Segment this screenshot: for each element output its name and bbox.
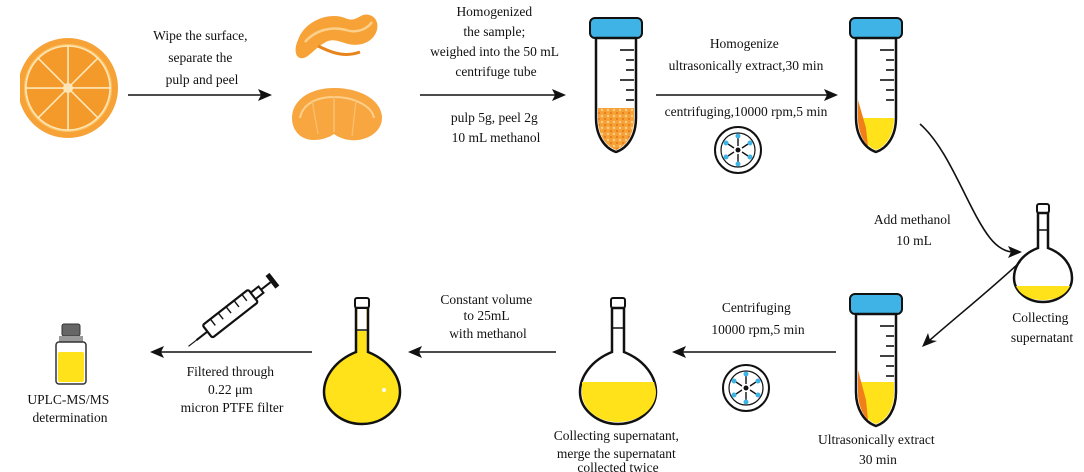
sample-vial-icon — [55, 323, 87, 385]
volumetric-flask-icon — [1012, 203, 1074, 304]
arrow-homogenized — [420, 89, 566, 101]
arrow-constant-volume — [408, 346, 556, 358]
orange-half-icon — [0, 30, 118, 150]
constant-volume-label: Constant volume to 25mL with methanol — [440, 292, 535, 341]
orange-segment-icon — [292, 88, 382, 141]
centrifuge-tube-icon — [849, 17, 903, 154]
centrifuge-first-label: centrifuging,10000 rpm,5 min — [665, 104, 828, 119]
volumetric-flask-icon — [322, 297, 402, 426]
arrow-extract-centrifuge — [656, 89, 838, 101]
orange-peel-icon — [295, 14, 378, 59]
sample-amounts-label: pulp 5g, peel 2g 10 mL methanol — [451, 110, 541, 145]
syringe-icon — [188, 272, 280, 347]
homogenized-label: Homogenized the sample; weighed into the… — [430, 4, 562, 79]
arrow-wipe — [128, 89, 272, 101]
arrow-centrifuge-second — [672, 346, 836, 358]
arrow-to-collect — [919, 123, 1022, 258]
wipe-label: Wipe the surface, separate the pulp and … — [153, 28, 251, 87]
homogenize-extract-label: Homogenize ultrasonically extract,30 min — [669, 36, 824, 73]
centrifuge-second-label: Centrifuging 10000 rpm,5 min — [711, 300, 805, 337]
centrifuge-tube-icon — [849, 293, 903, 428]
arrow-filter — [150, 346, 312, 358]
centrifuge-rotor-icon — [722, 364, 770, 412]
arrow-back-to-tube — [922, 261, 1021, 347]
filtered-label: Filtered through 0.22 μm micron PTFE fil… — [181, 364, 284, 415]
centrifuge-tube-icon — [589, 17, 643, 154]
add-methanol-label: Add methanol 10 mL — [874, 212, 954, 248]
merge-label: Collecting supernatant, merge the supern… — [554, 428, 683, 472]
volumetric-flask-icon — [578, 297, 658, 426]
uplc-label: UPLC-MS/MS determination — [27, 392, 112, 425]
centrifuge-rotor-icon — [714, 126, 762, 174]
collecting-supernatant-label: Collecting supernatant — [1011, 310, 1073, 345]
ultrasonic-extract-label: Ultrasonically extract 30 min — [818, 432, 938, 467]
